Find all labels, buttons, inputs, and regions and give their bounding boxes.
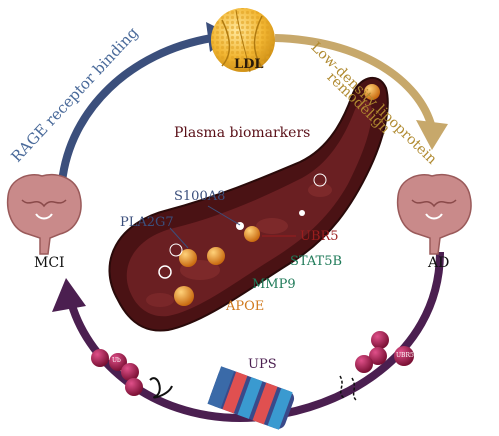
- ubr5-label: UBR5: [300, 229, 339, 244]
- ubr5-small-label: UBR5: [396, 352, 414, 359]
- proteasome-icon: [207, 366, 295, 430]
- brain-icon: [6, 173, 82, 255]
- mmp9-label: MMP9: [252, 277, 296, 292]
- apoe-label: APOE: [226, 299, 265, 314]
- ubiquitin-chain-icon: [91, 349, 173, 399]
- ups-label: UPS: [248, 357, 277, 372]
- ubiquitin-chain-right: [339, 331, 414, 401]
- remodeling-arrow: [274, 34, 436, 130]
- blood-vessel: [108, 76, 389, 332]
- ups-arrowhead: [52, 278, 86, 312]
- ldl-particle-icon: [211, 8, 275, 73]
- biomarker-particles: [158, 173, 327, 306]
- ad-label: AD: [428, 255, 450, 271]
- pla2g7-label: PLA2G7: [120, 215, 174, 230]
- remodeling-arrowhead: [416, 120, 448, 150]
- rage-arrow: [58, 34, 213, 183]
- mci-label: MCI: [34, 255, 65, 271]
- plasma-biomarkers-title: Plasma biomarkers: [174, 125, 311, 141]
- brain-icon-ad: [396, 173, 472, 255]
- ldl-label: LDL: [234, 57, 264, 72]
- ub-label: Ub: [112, 357, 121, 364]
- leader-lines: [169, 205, 241, 249]
- s100a8-label: S100A8: [174, 189, 226, 204]
- stat5b-label: STAT5B: [290, 254, 343, 269]
